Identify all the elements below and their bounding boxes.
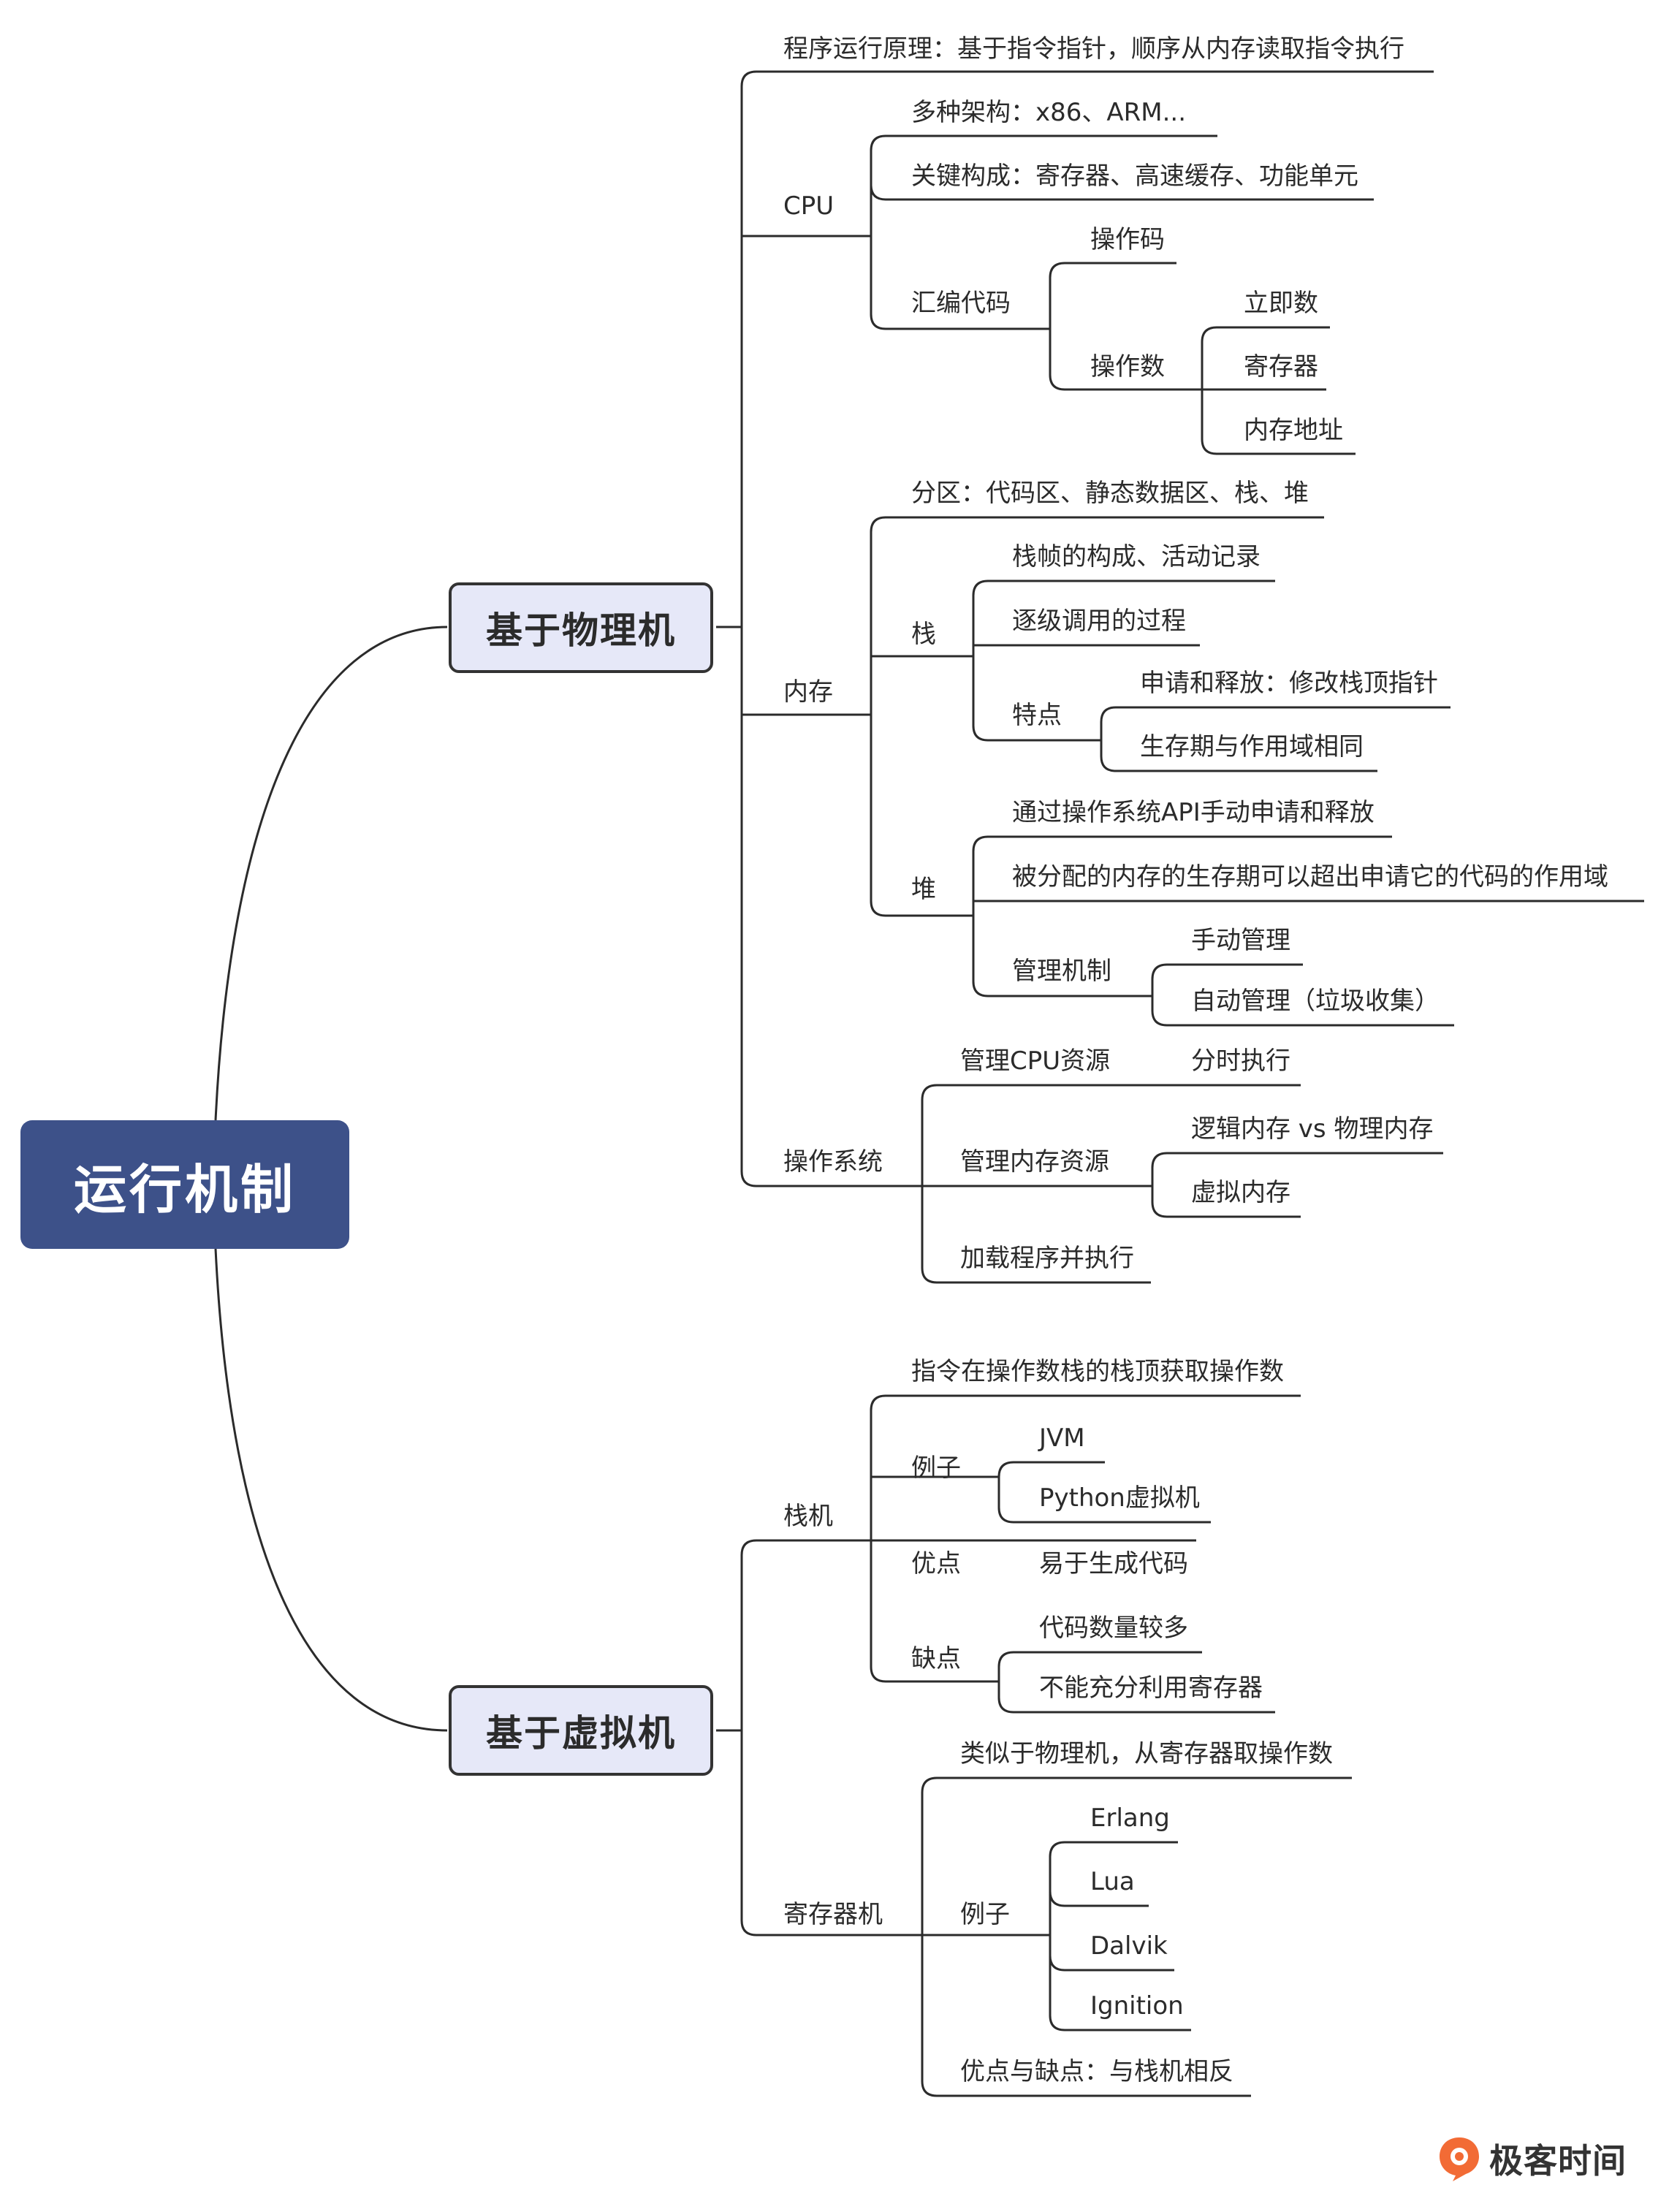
node-stack-vm-cons-item: 不能充分利用寄存器	[1039, 1673, 1263, 1703]
node-asm: 汇编代码	[911, 289, 1011, 318]
root-label: 运行机制	[73, 1158, 296, 1220]
node-stack-traits: 特点	[1012, 701, 1062, 730]
node-stack-frame: 栈帧的构成、活动记录	[1012, 542, 1261, 571]
node-register-vm-proscons: 优点与缺点：与栈机相反	[960, 2057, 1233, 2086]
node-stack-calls: 逐级调用的过程	[1012, 607, 1186, 636]
node-register-vm-examples: 例子	[960, 1900, 1010, 1929]
node-register-vm-desc: 类似于物理机，从寄存器取操作数	[960, 1739, 1333, 1768]
node-opcode: 操作码	[1090, 225, 1165, 254]
node-os-mem-item: 逻辑内存 vs 物理内存	[1191, 1114, 1434, 1144]
node-operand-item: 立即数	[1244, 289, 1318, 318]
node-heap-mgmt-item: 手动管理	[1191, 926, 1290, 955]
node-stack-vm-example-item: JVM	[1039, 1424, 1085, 1453]
node-operand: 操作数	[1090, 352, 1165, 381]
node-stack-vm-pros-item: 易于生成代码	[1039, 1549, 1188, 1578]
node-register-vm-example-item: Lua	[1090, 1867, 1135, 1896]
node-stack-vm-pros: 优点	[911, 1549, 961, 1578]
node-stack-vm-cons: 缺点	[911, 1644, 961, 1673]
branch-virtual-label: 基于虚拟机	[486, 1712, 676, 1755]
node-cpu: CPU	[783, 191, 834, 221]
node-os-mem: 管理内存资源	[960, 1147, 1109, 1177]
node-heap-lifetime: 被分配的内存的生存期可以超出申请它的代码的作用域	[1012, 862, 1608, 892]
node-principle: 程序运行原理：基于指令指针，顺序从内存读取指令执行	[783, 34, 1404, 64]
branch-physical-label: 基于物理机	[486, 609, 676, 652]
node-operand-item: 内存地址	[1244, 416, 1343, 445]
node-stack-trait-item: 申请和释放：修改栈顶指针	[1140, 669, 1438, 698]
root-to-physical-curve	[214, 626, 448, 1121]
brand-name: 极客时间	[1489, 2141, 1627, 2181]
node-heap-api: 通过操作系统API手动申请和释放	[1012, 798, 1375, 827]
node-stack-vm-desc: 指令在操作数栈的栈顶获取操作数	[911, 1357, 1284, 1386]
node-stack-vm: 栈机	[783, 1502, 833, 1531]
node-memory-zones: 分区：代码区、静态数据区、栈、堆	[911, 479, 1309, 508]
branch-virtual: 基于虚拟机	[449, 1685, 713, 1776]
node-heap: 堆	[911, 875, 936, 904]
root-to-virtual-curve	[214, 1248, 448, 1732]
node-os: 操作系统	[783, 1147, 883, 1177]
branch-physical: 基于物理机	[449, 582, 713, 673]
node-register-vm-example-item: Dalvik	[1090, 1931, 1168, 1961]
node-os-load: 加载程序并执行	[960, 1244, 1134, 1273]
node-os-cpu-item: 分时执行	[1191, 1046, 1290, 1076]
node-register-vm-example-item: Ignition	[1090, 1991, 1184, 2021]
root-node: 运行机制	[20, 1120, 349, 1249]
node-os-cpu: 管理CPU资源	[960, 1046, 1111, 1076]
node-stack-trait-item: 生存期与作用域相同	[1140, 732, 1364, 761]
node-memory: 内存	[783, 677, 833, 707]
node-stack-vm-example-item: Python虚拟机	[1039, 1483, 1200, 1513]
brand-watermark: 极客时间	[1437, 2135, 1627, 2183]
node-register-vm: 寄存器机	[783, 1900, 883, 1929]
node-stack-vm-cons-item: 代码数量较多	[1039, 1614, 1188, 1643]
node-stack: 栈	[911, 620, 936, 649]
node-register-vm-example-item: Erlang	[1090, 1804, 1170, 1833]
node-stack-vm-examples: 例子	[911, 1453, 961, 1483]
node-heap-mgmt: 管理机制	[1012, 957, 1111, 986]
node-heap-mgmt-item: 自动管理（垃圾收集）	[1191, 987, 1440, 1016]
node-os-mem-item: 虚拟内存	[1191, 1178, 1290, 1207]
node-operand-item: 寄存器	[1244, 352, 1318, 381]
node-cpu-components: 关键构成：寄存器、高速缓存、功能单元	[911, 161, 1358, 191]
node-cpu-arch: 多种架构：x86、ARM...	[911, 98, 1187, 127]
geektime-logo-icon	[1440, 2137, 1479, 2181]
